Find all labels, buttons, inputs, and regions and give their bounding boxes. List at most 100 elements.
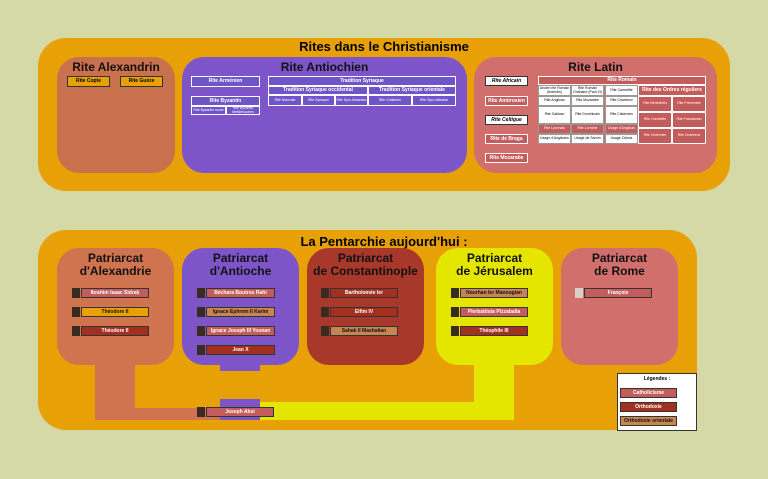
pentarchie-title: La Pentarchie aujourd'hui : [300, 234, 468, 249]
portrait-icon [197, 345, 205, 355]
person-name: Jean X [206, 345, 275, 355]
person-name: Ignace Ephrem II Karim [206, 307, 275, 317]
rite-de-braga[interactable]: Rite de Braga [485, 134, 528, 144]
rite-maronite[interactable]: Rite Maronite [268, 95, 302, 106]
tradition-syriaque[interactable]: Tradition Syriaque [268, 76, 456, 86]
person-name: Ignace Joseph III Younan [206, 326, 275, 336]
person-item[interactable]: Théophile III [451, 326, 528, 336]
rite-alexandrin: Rite Alexandrin [57, 57, 175, 173]
latin-rite-cell[interactable]: Rite Carmélite [605, 85, 638, 96]
latin-rite-cell[interactable]: Rite Anglican [538, 96, 571, 106]
rite-antiochien: Rite Antiochien [182, 57, 467, 173]
rite-byzantin[interactable]: Rite Byzantin [191, 96, 260, 106]
person-item[interactable]: Théodore II [72, 326, 149, 336]
rite-ambrosien[interactable]: Rite Ambrosien [485, 96, 528, 106]
person-name: Joseph Absi [206, 407, 274, 417]
person-name: Elfim IV [330, 307, 398, 317]
latin-rite-cell[interactable]: Usage d'Anglicans [538, 134, 571, 144]
rite-chaldeen[interactable]: Rite Chaldéen [368, 95, 412, 106]
latin-rite-cell[interactable]: Usage de Sarum [571, 134, 604, 144]
portrait-icon [321, 307, 329, 317]
tradition-syriaque-occidental[interactable]: Tradition Syriaque occidental [268, 86, 368, 95]
latin-rite-cell[interactable]: Rite Chartreux [605, 96, 638, 106]
portrait-icon [451, 326, 459, 336]
ordre-rite-cell[interactable]: Rite Bénédictin [638, 96, 672, 112]
latin-rite-cell[interactable]: Rite Dominicain [571, 106, 604, 124]
person-name: Pierbattista Pizzaballa [460, 307, 528, 317]
rite-mozarabe[interactable]: Rite Mozarabe [485, 153, 528, 163]
portrait-icon [575, 288, 583, 298]
rite-antiochien-title: Rite Antiochien [280, 60, 369, 74]
person-item[interactable]: Nourhan Ier Manougian [451, 288, 528, 298]
tradition-syriaque-orientale[interactable]: Tradition Syriaque orientale [368, 86, 456, 95]
connector-bottom-orange [95, 408, 225, 420]
latin-rite-cell[interactable]: Usage Zaïrois [605, 134, 638, 144]
legend-orthodoxie: Orthodoxie [620, 402, 677, 412]
person-name: Bartholomée Ier [330, 288, 398, 298]
latin-rite-cell[interactable]: Rite Romain Ordinaire (Paul VI) [571, 85, 604, 96]
rite-africain[interactable]: Rite Africain [485, 76, 528, 86]
person-item[interactable]: Ignace Joseph III Younan [197, 326, 275, 336]
rite-romain[interactable]: Rite Romain [538, 76, 706, 85]
rite-ordres-reguliers[interactable]: Rite des Ordres réguliers [638, 85, 706, 96]
person-item[interactable]: Elfim IV [321, 307, 398, 317]
person-item[interactable]: Ibrahim Isaac Sidrak [72, 288, 149, 298]
connector-const-h [135, 371, 474, 399]
rite-alexandrin-title: Rite Alexandrin [72, 60, 160, 74]
person-item[interactable]: François [575, 288, 652, 298]
latin-rite-cell[interactable]: Rite Mozarabe [571, 96, 604, 106]
rite-byzantin-russe[interactable]: Rite Byzantin russe [191, 106, 226, 115]
person-joseph-absi[interactable]: Joseph Absi [197, 407, 274, 417]
latin-rite-cell[interactable]: Ancien rite Romain (tridentin) [538, 85, 571, 96]
rite-armenien[interactable]: Rite Arménien [191, 76, 260, 87]
portrait-icon [321, 326, 329, 336]
latin-rite-cell[interactable]: Rite Lyonnais [538, 124, 571, 134]
portrait-icon [197, 307, 205, 317]
ordre-rite-cell[interactable]: Rite Cistercien [638, 128, 672, 144]
latin-rite-cell[interactable]: Rite Gallican [538, 106, 571, 124]
person-name: Nourhan Ier Manougian [460, 288, 528, 298]
latin-rite-cell[interactable]: Usage d'Anglican [605, 124, 638, 134]
rite-byzantin-melkite[interactable]: Rite Byzantin Melkite/autres [226, 106, 260, 115]
latin-rite-cell[interactable]: Rite Cistercien [605, 106, 638, 124]
person-name: Théodore II [81, 307, 149, 317]
person-item[interactable]: Béchara Boutros Rahi [197, 288, 275, 298]
portrait-icon [197, 288, 205, 298]
portrait-icon [72, 307, 80, 317]
person-item[interactable]: Ignace Ephrem II Karim [197, 307, 275, 317]
person-item[interactable]: Théodore II [72, 307, 149, 317]
legend-title: Légendes : [643, 376, 671, 382]
ordre-rite-cell[interactable]: Rite Chartreux [672, 128, 706, 144]
rite-celtique[interactable]: Rite Celtique [485, 115, 528, 125]
rite-copte[interactable]: Rite Copte [67, 76, 110, 87]
rite-gueze[interactable]: Rite Guèze [120, 76, 163, 87]
portrait-icon [321, 288, 329, 298]
connector-jerusalem-h [260, 402, 514, 420]
person-name: Béchara Boutros Rahi [206, 288, 275, 298]
person-item[interactable]: Bartholomée Ier [321, 288, 398, 298]
person-name: Sahak II Mashalian [330, 326, 398, 336]
person-name: Ibrahim Isaac Sidrak [81, 288, 149, 298]
ordre-rite-cell[interactable]: Rite Carmélite [638, 112, 672, 128]
person-item[interactable]: Jean X [197, 345, 275, 355]
rite-latin-title: Rite Latin [568, 60, 623, 74]
rite-syro-malabar[interactable]: Rite Syro-Malabar [412, 95, 456, 106]
person-item[interactable]: Pierbattista Pizzaballa [451, 307, 528, 317]
legend-catholicisme: Catholicisme [620, 388, 677, 398]
rite-syriaque[interactable]: Rite Syriaque [302, 95, 335, 106]
rite-syro-malankar[interactable]: Rite Syro-Malankar [335, 95, 368, 106]
latin-rite-cell[interactable]: Rite Lorraine [571, 124, 604, 134]
rites-title: Rites dans le Christianisme [299, 39, 469, 54]
portrait-icon [197, 326, 205, 336]
person-name: François [584, 288, 652, 298]
ordre-rite-cell[interactable]: Rite Franciscain [672, 112, 706, 128]
ordre-rite-cell[interactable]: Rite Prémontré [672, 96, 706, 112]
person-item[interactable]: Sahak II Mashalian [321, 326, 398, 336]
